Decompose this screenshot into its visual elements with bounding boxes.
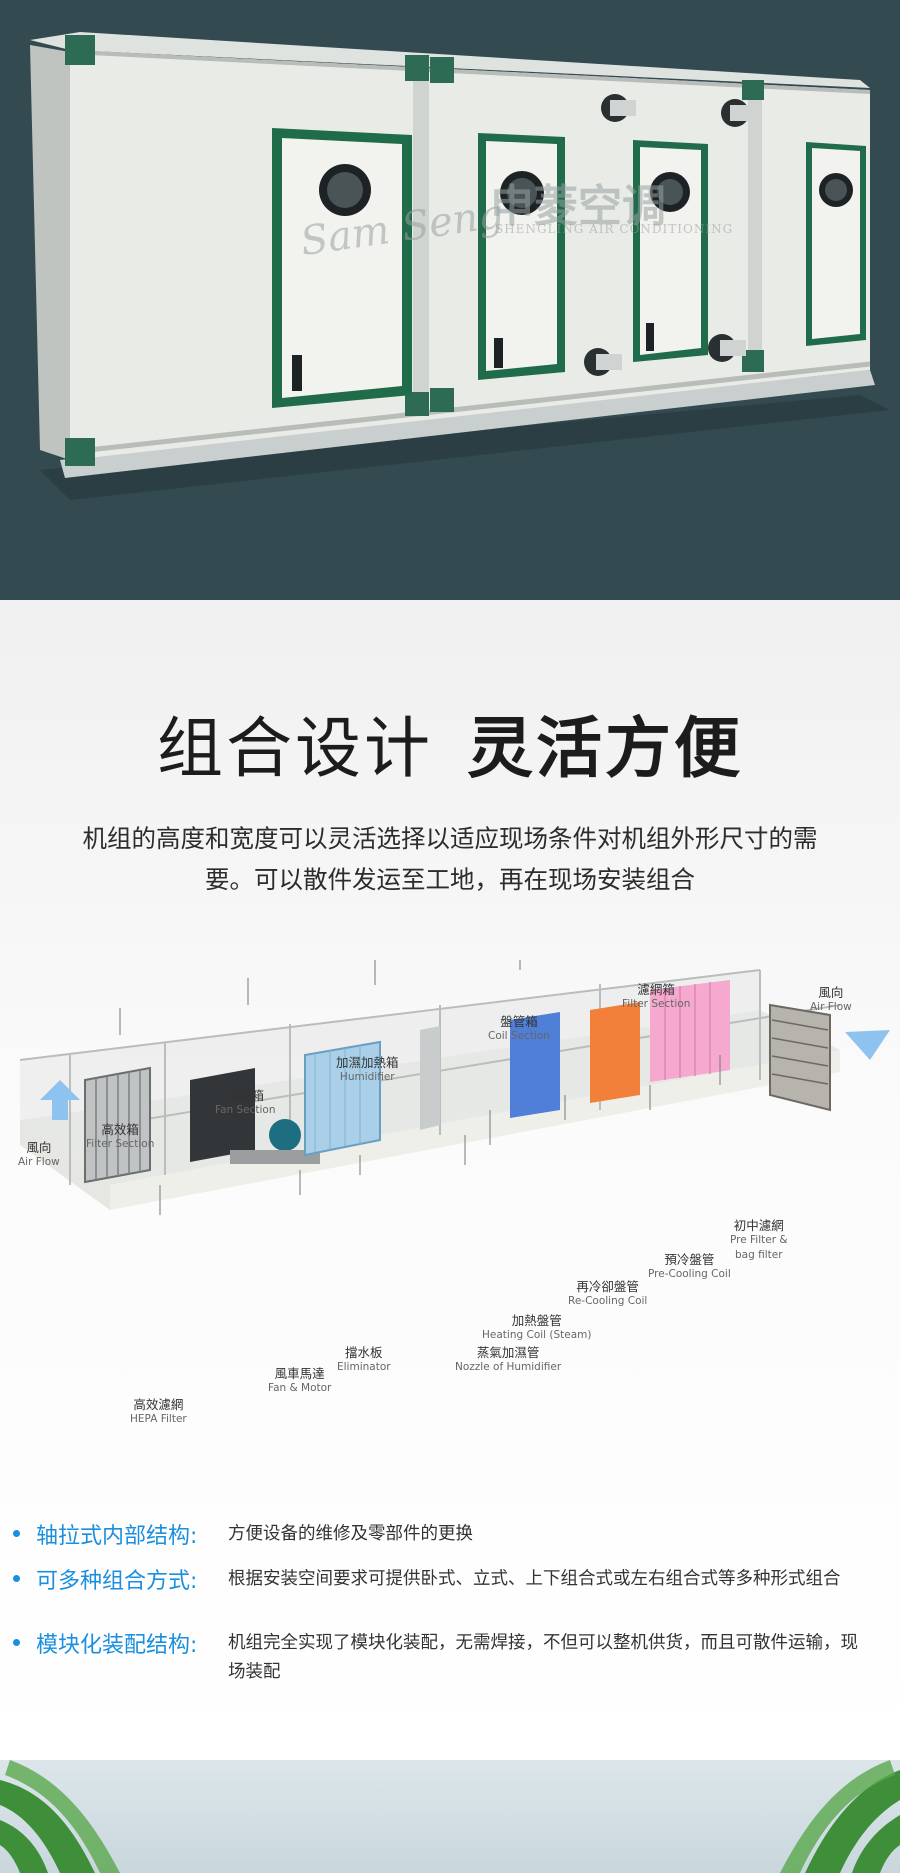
watermark-cn: 申菱空调 — [490, 181, 666, 232]
bullet-dot — [13, 1639, 20, 1646]
bullet-dot — [13, 1575, 20, 1582]
bottom-section: 高效风机 稳得静音 — [0, 1760, 900, 1873]
feature-text: 根据安装空间要求可提供卧式、立式、上下组合式或左右组合式等多种形式组合 — [228, 1569, 841, 1589]
title-bold: 灵活方便 — [467, 710, 743, 787]
title-light: 组合设计 — [157, 710, 433, 787]
feature-title: 可多种组合方式: — [36, 1569, 198, 1594]
cutaway-illustration — [19, 885, 890, 1215]
air-handling-unit-illustration — [30, 32, 890, 500]
feature-text: 机组完全实现了模块化装配，无需焊接，不但可以整机供货，而且可散件运输，现场装配 — [228, 1633, 858, 1682]
palm-leaf-icon — [0, 1760, 900, 1873]
hero-product-image: Sam Seng 申菱空调 SHENGLING AIR CONDITIONING — [0, 0, 900, 600]
section-title: 组合设计灵活方便 — [0, 695, 900, 791]
bottom-heading: 高效风机 稳得静音 — [168, 1856, 758, 1873]
section-description: 机组的高度和宽度可以灵活选择以适应现场条件对机组外形尺寸的需要。可以散件发运至工… — [82, 824, 818, 894]
feature-title: 模块化装配结构: — [36, 1633, 198, 1658]
feature-title: 轴拉式内部结构: — [36, 1524, 198, 1549]
feature-text: 方便设备的维修及零部件的更换 — [228, 1524, 473, 1544]
ahu-cutaway-diagram — [0, 885, 900, 1440]
bullet-dot — [13, 1530, 20, 1537]
watermark-en: SHENGLING AIR CONDITIONING — [495, 222, 734, 236]
